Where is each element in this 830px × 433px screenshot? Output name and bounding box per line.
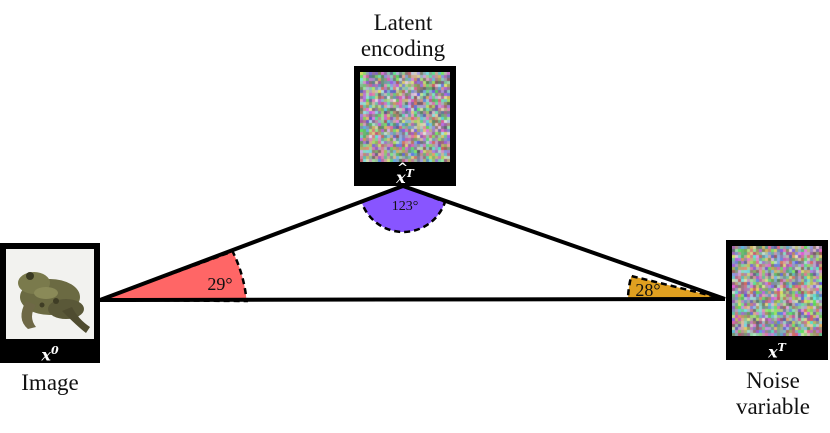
angle-label-noise: 28°: [635, 280, 660, 300]
latent-symbol: xT: [354, 158, 456, 187]
noise-symbol: xT: [726, 337, 828, 362]
angle-wedge-latent: [360, 184, 447, 234]
angle-label-latent: 123°: [392, 199, 419, 214]
noise-pattern-icon: [732, 246, 822, 336]
noise-symbol-base: x: [768, 342, 778, 362]
frog-image-icon: [6, 249, 94, 339]
latent-label-line2: encoding: [360, 36, 446, 61]
edge-image-noise: [99, 297, 726, 302]
edge-latent-noise: [402, 184, 726, 301]
image-symbol: x0: [0, 340, 100, 365]
latent-tile: xT: [354, 66, 456, 187]
image-symbol-base: x: [41, 345, 51, 365]
image-label: Image: [21, 370, 79, 395]
edge-image-latent: [99, 184, 404, 302]
noise-label-line1: Noise: [746, 368, 800, 393]
latent-label: Latent encoding: [330, 10, 476, 62]
angle-label-image: 29°: [207, 274, 232, 294]
image-symbol-sup: 0: [50, 344, 59, 357]
latent-label-line1: Latent: [373, 10, 433, 35]
noise-label: Noise variable: [716, 368, 830, 420]
noise-label-line2: variable: [735, 394, 811, 419]
latent-symbol-base: x: [396, 158, 407, 189]
noise-symbol-sup: T: [777, 341, 786, 354]
image-tile: x0: [0, 243, 100, 365]
noise-tile: xT: [726, 240, 828, 362]
noise-pattern-icon: [360, 72, 450, 162]
angle-wedge-noise: [626, 274, 726, 301]
latent-symbol-sup: T: [405, 167, 414, 180]
